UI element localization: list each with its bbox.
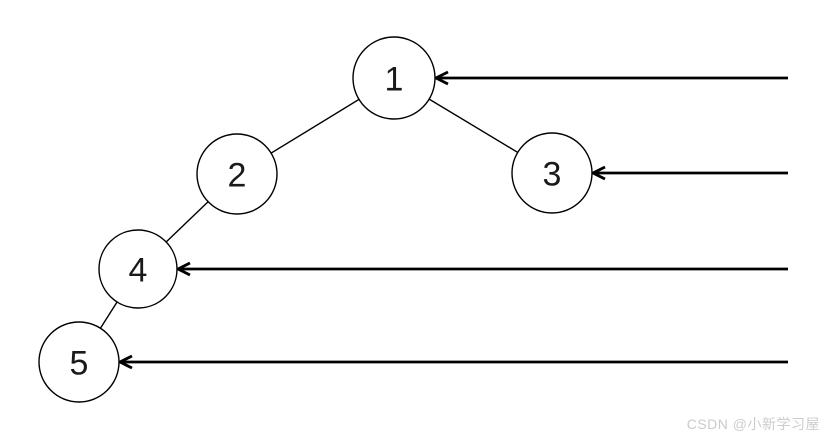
watermark: CSDN @小新学习屋 (686, 416, 820, 432)
tree-node-4 (98, 229, 178, 309)
tree-node-5 (38, 321, 120, 403)
tree-node-1 (352, 36, 436, 120)
tree-node-label-3: 3 (543, 155, 562, 193)
view-arrowhead-1 (432, 70, 449, 86)
tree-node-label-1: 1 (385, 60, 404, 98)
tree-node-3 (511, 132, 593, 214)
tree-node-label-5: 5 (70, 344, 89, 382)
view-arrowhead-4 (174, 261, 191, 277)
view-arrowhead-3 (589, 165, 606, 181)
tree-node-label-4: 4 (129, 251, 148, 289)
tree-node-label-2: 2 (228, 156, 247, 194)
tree-node-2 (196, 133, 278, 215)
view-arrowhead-5 (116, 354, 133, 370)
